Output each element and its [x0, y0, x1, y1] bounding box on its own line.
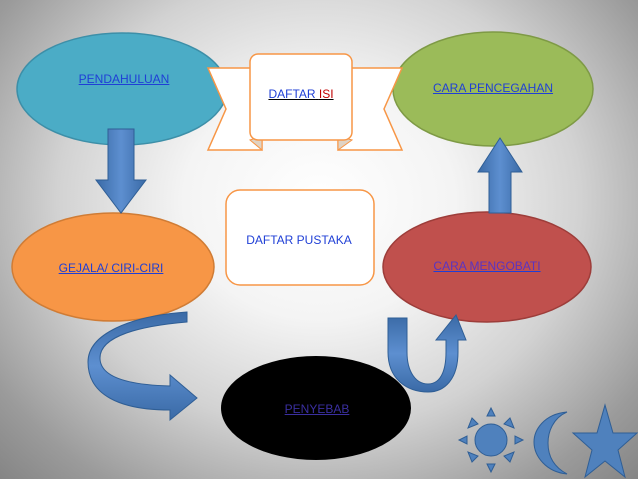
cara-mengobati-ellipse — [382, 211, 592, 323]
daftar-isi-banner — [206, 53, 404, 152]
uturn-arrow-right — [387, 314, 467, 393]
daftar-isi-label[interactable]: DAFTAR ISI — [268, 88, 333, 100]
pendahuluan-label[interactable]: PENDAHULUAN — [78, 72, 170, 86]
star-icon — [571, 403, 638, 479]
daftar-isi-word-daftar[interactable]: DAFTAR — [268, 87, 316, 101]
cara-pencegahan-label[interactable]: CARA PENCEGAHAN — [432, 81, 554, 95]
penyebab-ellipse — [221, 356, 411, 460]
sun-icon — [457, 406, 525, 474]
gejala-label[interactable]: GEJALA/ CIRI-CIRI — [58, 261, 164, 275]
pendahuluan-ellipse — [16, 32, 228, 146]
moon-icon — [533, 411, 568, 475]
daftar-pustaka-label[interactable]: DAFTAR PUSTAKA — [246, 233, 352, 247]
down-arrow — [94, 128, 148, 214]
gejala-ellipse — [11, 212, 215, 322]
up-arrow — [477, 137, 523, 214]
daftar-pustaka-box — [225, 189, 375, 286]
curved-arrow-left — [87, 311, 198, 422]
cara-mengobati-label[interactable]: CARA MENGOBATI — [433, 259, 541, 273]
daftar-isi-word-isi[interactable]: ISI — [318, 87, 334, 101]
penyebab-label[interactable]: PENYEBAB — [284, 402, 350, 416]
